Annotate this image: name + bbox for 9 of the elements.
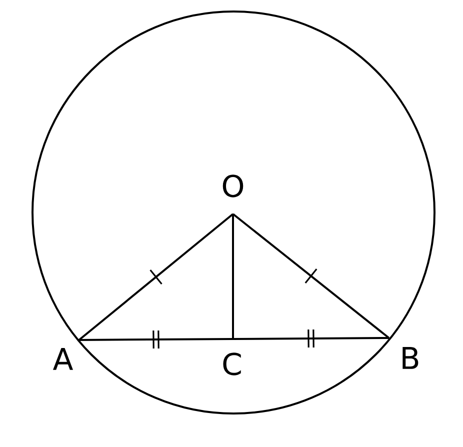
point-label: C [223, 352, 241, 376]
line-segment [78, 213, 234, 341]
point-label: B [402, 347, 418, 369]
point-label: O [222, 174, 244, 198]
line-segment [232, 214, 234, 339]
line-segment [233, 337, 390, 340]
line-segment [232, 213, 390, 339]
point-label: A [52, 348, 74, 370]
line-segment [79, 338, 234, 341]
